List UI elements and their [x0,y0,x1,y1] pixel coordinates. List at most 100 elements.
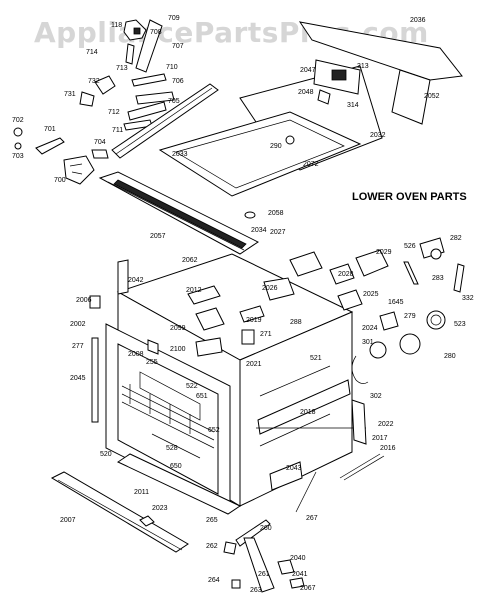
callout-290: 290 [270,143,282,150]
callout-2047: 2047 [300,67,316,74]
callout-2052: 2052 [424,93,440,100]
callout-1645: 1645 [388,299,404,306]
broil-parts[interactable] [187,251,363,357]
callout-271: 271 [260,331,272,338]
callout-2021: 2021 [246,361,262,368]
callout-2026: 2026 [262,285,278,292]
section-title: LOWER OVEN PARTS [352,191,467,203]
callout-2042: 2042 [128,277,144,284]
door-springs[interactable] [256,399,385,513]
callout-2023: 2023 [152,505,168,512]
callout-522: 522 [186,383,198,390]
callout-2067: 2067 [300,585,316,592]
callout-705: 705 [168,98,180,105]
callout-520: 520 [100,451,112,458]
side-rail[interactable] [111,83,219,159]
fastener[interactable] [244,211,256,219]
callout-2099: 2099 [170,325,186,332]
front-trim[interactable] [98,171,259,255]
callout-713: 713 [116,65,128,72]
callout-labels: 709 118 708 707 714 713 710 732 706 731 712 705 702 7… [12,15,474,594]
callout-280: 280 [444,353,456,360]
callout-2100: 2100 [170,346,186,353]
callout-282: 282 [450,235,462,242]
top-panel[interactable] [158,65,383,197]
callout-2058: 2058 [268,210,284,217]
callout-2008: 2008 [128,351,144,358]
bottom-trim[interactable] [50,471,189,553]
callout-528: 528 [166,445,178,452]
callout-2027: 2027 [270,229,286,236]
callout-2006: 2006 [76,297,92,304]
callout-2017: 2017 [372,435,388,442]
callout-314: 314 [347,102,359,109]
lower-hinge-parts[interactable] [223,519,305,593]
left-brackets[interactable] [89,259,159,423]
callout-650: 650 [170,463,182,470]
callout-2072: 2072 [303,161,319,168]
callout-2057: 2057 [150,233,166,240]
callout-709: 709 [168,15,180,22]
callout-267: 267 [306,515,318,522]
callout-701: 701 [44,126,56,133]
callout-2041: 2041 [292,571,308,578]
callout-332: 332 [462,295,474,302]
ignitor-parts[interactable] [351,237,465,384]
callout-2018: 2018 [300,409,316,416]
callout-710: 710 [166,64,178,71]
callout-2019: 2019 [246,317,262,324]
callout-2033: 2033 [172,151,188,158]
callout-263: 263 [250,587,262,594]
callout-260: 260 [260,525,272,532]
callout-2022: 2022 [378,421,394,428]
hinge-assembly[interactable] [79,19,175,131]
callout-2007: 2007 [60,517,76,524]
callout-707: 707 [172,43,184,50]
callout-2002: 2002 [70,321,86,328]
callout-283: 283 [432,275,444,282]
callout-2024: 2024 [362,325,378,332]
callout-2012: 2012 [186,287,202,294]
callout-2034: 2034 [251,227,267,234]
callout-313: 313 [357,63,369,70]
callout-279: 279 [404,313,416,320]
callout-703: 703 [12,153,24,160]
callout-706: 706 [172,78,184,85]
control-bracket[interactable] [298,21,463,125]
callout-702: 702 [12,117,24,124]
callout-2011: 2011 [134,489,149,496]
callout-712: 712 [108,109,120,116]
side-insulation[interactable] [257,379,351,491]
callout-118: 118 [111,22,122,29]
door-latch-parts[interactable] [13,127,109,185]
callout-2029: 2029 [376,249,392,256]
oven-cavity[interactable] [105,253,354,515]
callout-2016: 2016 [380,445,396,452]
callout-2043: 2043 [286,465,302,472]
callout-2032: 2032 [370,132,386,139]
callout-301: 301 [362,339,374,346]
callout-261: 261 [258,571,270,578]
callout-2036: 2036 [410,17,426,24]
callout-2025: 2025 [363,291,379,298]
callout-265: 265 [206,517,218,524]
callout-255: 255 [146,359,158,366]
callout-264: 264 [208,577,220,584]
callout-708: 708 [150,29,162,36]
callout-2040: 2040 [290,555,306,562]
callout-277: 277 [72,343,84,350]
callout-651: 651 [196,393,208,400]
callout-704: 704 [94,139,106,146]
callout-652: 652 [208,427,220,434]
callout-2045: 2045 [70,375,86,382]
callout-526: 526 [404,243,416,250]
callout-732: 732 [88,78,100,85]
callout-2062: 2062 [182,257,198,264]
callout-302: 302 [370,393,382,400]
callout-262: 262 [206,543,218,550]
callout-714: 714 [86,49,98,56]
callout-711: 711 [112,127,123,134]
callout-731: 731 [64,91,76,98]
